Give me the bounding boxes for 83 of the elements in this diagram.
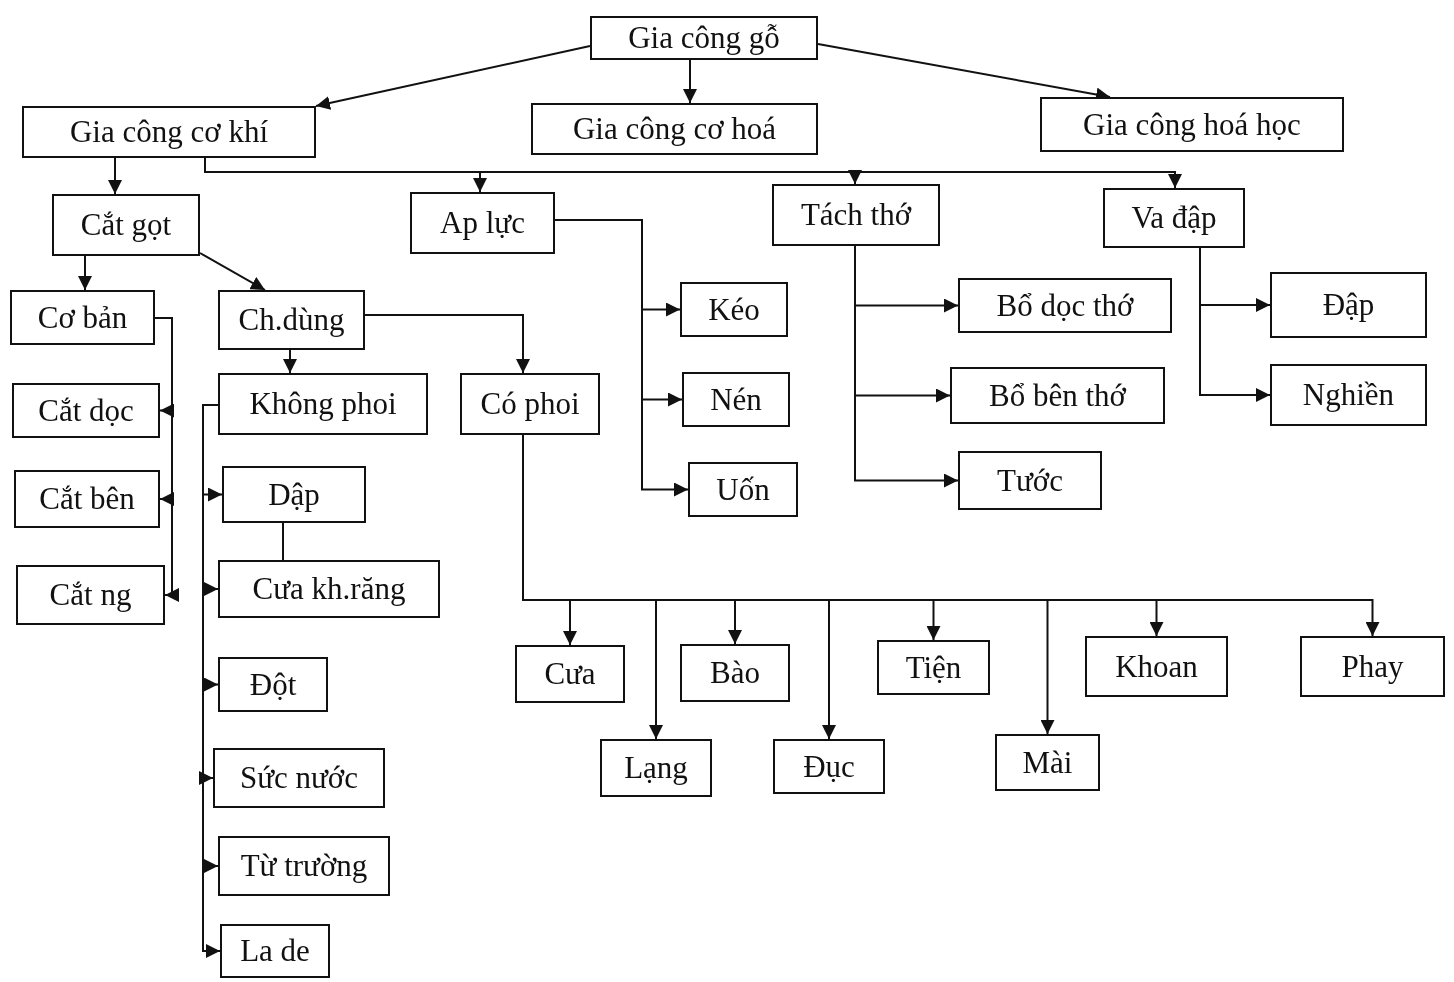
process-box — [52, 194, 200, 256]
box-label: Phay — [1341, 648, 1404, 685]
box-label: La de — [240, 933, 310, 969]
process-box — [600, 739, 712, 797]
box-label: Có phoi — [480, 386, 580, 422]
box-label: Uốn — [716, 471, 770, 508]
process-box — [410, 192, 555, 254]
process-box — [590, 16, 818, 60]
process-box — [22, 106, 316, 158]
process-box — [218, 290, 365, 350]
process-box — [877, 640, 990, 695]
arrow — [364, 314, 530, 374]
box-label: Gia công cơ khí — [69, 114, 268, 150]
process-box — [682, 372, 790, 427]
box-label: Gia công gỗ — [628, 20, 780, 56]
process-box — [460, 373, 600, 435]
process-box — [1040, 97, 1344, 152]
process-box — [772, 184, 940, 246]
process-box — [515, 645, 625, 703]
arrow — [199, 252, 266, 291]
box-label: Từ trường — [240, 848, 368, 884]
process-box — [1270, 272, 1427, 338]
process-box — [213, 748, 385, 808]
process-box — [218, 657, 328, 712]
box-label: Tiện — [905, 649, 962, 686]
process-box — [773, 739, 885, 794]
box-label: Cắt ng — [49, 577, 132, 613]
process-box — [1103, 188, 1245, 248]
box-label: Tách thớ — [800, 197, 912, 233]
box-label: Mài — [1022, 744, 1073, 781]
process-box — [680, 282, 788, 337]
arrow — [683, 59, 697, 104]
process-box — [220, 924, 330, 978]
box-label: Cơ bản — [37, 299, 128, 336]
box-label: Ap lực — [440, 205, 525, 241]
process-box — [218, 560, 440, 618]
process-box — [680, 644, 790, 702]
arrow — [1199, 247, 1271, 402]
box-label: Cắt bên — [39, 481, 135, 517]
box-label: Cắt gọt — [80, 207, 172, 243]
process-box — [218, 373, 428, 435]
box-label: Dập — [268, 476, 320, 513]
process-box — [958, 451, 1102, 510]
box-label: Bổ bên thớ — [989, 377, 1126, 414]
box-label: Gia công hoá học — [1083, 106, 1301, 143]
process-box — [1300, 636, 1445, 697]
box-label: Đập — [1322, 287, 1375, 323]
box-label: Không phoi — [249, 386, 397, 422]
box-label: Khoan — [1115, 648, 1198, 685]
process-box — [1270, 364, 1427, 426]
box-label: Cắt dọc — [38, 392, 134, 429]
box-label: Nghiền — [1302, 377, 1395, 413]
process-box — [12, 383, 160, 438]
box-label: Đột — [249, 666, 297, 703]
process-box — [218, 836, 390, 896]
arrow — [78, 255, 92, 291]
box-label: Cưa kh.răng — [252, 571, 406, 607]
process-box — [10, 290, 155, 345]
process-box — [16, 565, 165, 625]
process-box — [958, 278, 1172, 333]
box-label: Gia công cơ hoá — [572, 111, 777, 147]
process-box — [995, 734, 1100, 791]
box-label: Lạng — [624, 750, 688, 786]
process-box — [14, 470, 160, 528]
box-label: Bào — [710, 655, 760, 691]
process-box — [950, 367, 1165, 424]
box-label: Kéo — [708, 291, 760, 328]
box-label: Bổ dọc thớ — [996, 287, 1134, 324]
process-box — [1085, 636, 1228, 697]
box-label: Ch.dùng — [238, 302, 345, 338]
box-label: Đục — [803, 748, 855, 785]
box-label: Va đập — [1131, 200, 1217, 236]
arrow — [108, 157, 122, 195]
arrow — [283, 349, 297, 374]
box-label: Tước — [997, 462, 1063, 499]
box-label: Cưa — [544, 656, 596, 692]
process-box — [222, 466, 366, 523]
box-label: Sức nước — [240, 760, 358, 796]
arrow — [854, 245, 959, 488]
box-label: Nén — [710, 381, 762, 418]
process-box — [531, 103, 818, 155]
process-box — [688, 462, 798, 517]
arrow — [315, 45, 591, 110]
